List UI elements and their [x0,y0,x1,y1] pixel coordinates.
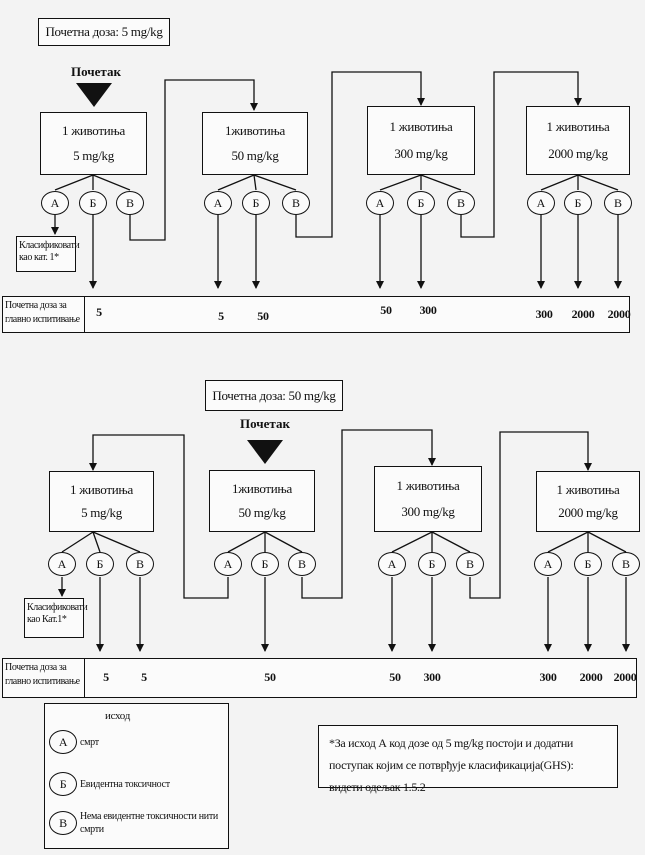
animal-label: 1 животиња [62,123,125,139]
start-dose-text-2: Почетна доза: 50 mg/kg [212,387,336,403]
dose-value: 2000 [579,670,603,684]
outcome-v: В [126,552,154,576]
outcome-b: Б [418,552,446,576]
outcome-a: А [41,191,69,215]
step-box-50mg-2: 1животиња 50 mg/kg [209,470,315,532]
outcome-b: Б [242,191,270,215]
dose-label: 5 mg/kg [73,147,114,163]
dose-value: 5 [96,305,102,319]
legend-text-v: Нема евидентне токсичности нити смрти [80,811,218,835]
outcome-a: А [49,730,77,754]
dose-value: 300 [419,303,437,317]
footnote-box: *За исход А код дозе од 5 mg/kg постоји … [318,725,618,794]
dose-label: 50 mg/kg [231,147,279,163]
dose-label: 300 mg/kg [401,504,455,519]
outcome-b: Б [86,552,114,576]
dose-row-label-1: Почетна доза за главно испитивање [3,297,85,332]
dose-value: 2000 [571,307,595,321]
animal-label: 1 животиња [556,481,620,497]
dose-value: 2000 [607,307,631,321]
outcome-b: Б [79,191,107,215]
start-dose-box-1: Почетна доза: 5 mg/kg [38,18,170,46]
dose-label: 2000 mg/kg [548,146,608,162]
legend-text-a: смрт [80,736,99,748]
step-box-300mg-1: 1 животиња 300 mg/kg [367,106,475,175]
legend-box: исход А смрт Б Евидентна токсичност В Не… [44,703,229,849]
step-box-300mg-2: 1 животиња 300 mg/kg [374,466,482,532]
step-box-50mg-1: 1животиња 50 mg/kg [202,112,308,175]
outcome-a: А [214,552,242,576]
dose-row-2: Почетна доза за главно испитивање 5 5 50… [2,658,637,698]
dose-value: 50 [389,670,401,684]
animal-label: 1 животиња [389,118,453,134]
legend-text-b: Евидентна токсичност [80,778,170,790]
outcome-v: В [116,191,144,215]
animal-label: 1животиња [232,481,292,496]
outcome-b: Б [574,552,602,576]
outcome-a: А [534,552,562,576]
legend-row-b: Б Евидентна токсичност [49,772,170,796]
classify-text-2: Класификовати као Кат.1* [27,602,88,625]
dose-value: 50 [264,670,276,684]
outcome-v: В [49,811,77,835]
outcome-v: В [282,191,310,215]
start-arrow-1 [76,83,112,107]
outcome-v: В [456,552,484,576]
legend-row-v: В Нема евидентне токсичности нити смрти [49,810,227,836]
outcome-b: Б [49,772,77,796]
step-box-5mg-1: 1 животиња 5 mg/kg [40,112,147,175]
outcome-a: А [48,552,76,576]
legend-title: исход [105,710,130,722]
dose-value: 5 [218,309,224,323]
dose-label: 300 mg/kg [394,146,448,162]
dose-row-label-2: Почетна доза за главно испитивање [3,659,85,697]
start-dose-box-2: Почетна доза: 50 mg/kg [205,380,343,411]
dose-value: 2000 [613,670,637,684]
dose-value: 300 [423,670,441,684]
outcome-v: В [612,552,640,576]
outcome-b: Б [251,552,279,576]
dose-label: 5 mg/kg [81,505,122,521]
dose-row-1: Почетна доза за главно испитивање 5 5 50… [2,296,631,333]
outcome-v: В [447,191,475,215]
dose-label: 2000 mg/kg [558,505,618,521]
classify-box-2: Класификовати као Кат.1* [24,598,88,638]
animal-label: 1животиња [225,123,285,139]
animal-label: 1 животиња [396,478,460,493]
step-box-2000mg-2: 1 животиња 2000 mg/kg [536,471,640,532]
dose-value: 300 [535,307,553,321]
outcome-a: А [204,191,232,215]
classify-text-1: Класификовати као кат. 1* [19,240,80,263]
dose-value: 50 [257,309,269,323]
dose-value: 300 [539,670,557,684]
start-arrow-2 [247,440,283,464]
dose-value: 5 [103,670,109,684]
outcome-b: Б [564,191,592,215]
outcome-a: А [527,191,555,215]
footnote-text: *За исход А код дозе од 5 mg/kg постоји … [329,736,574,794]
outcome-a: А [378,552,406,576]
outcome-b: Б [407,191,435,215]
outcome-v: В [604,191,632,215]
classify-box-1: Класификовати као кат. 1* [16,236,80,272]
start-label-2: Почетак [240,416,290,431]
dose-value: 50 [380,303,392,317]
animal-label: 1 животиња [546,118,610,134]
legend-row-a: А смрт [49,730,99,754]
start-dose-text-1: Почетна доза: 5 mg/kg [45,24,163,39]
outcome-v: В [288,552,316,576]
step-box-2000mg-1: 1 животиња 2000 mg/kg [526,106,630,175]
dose-value: 5 [141,670,147,684]
dose-label: 50 mg/kg [238,505,286,520]
start-label-1: Почетак [71,64,121,79]
animal-label: 1 животиња [70,481,133,497]
outcome-a: А [366,191,394,215]
step-box-5mg-2: 1 животиња 5 mg/kg [49,471,154,532]
